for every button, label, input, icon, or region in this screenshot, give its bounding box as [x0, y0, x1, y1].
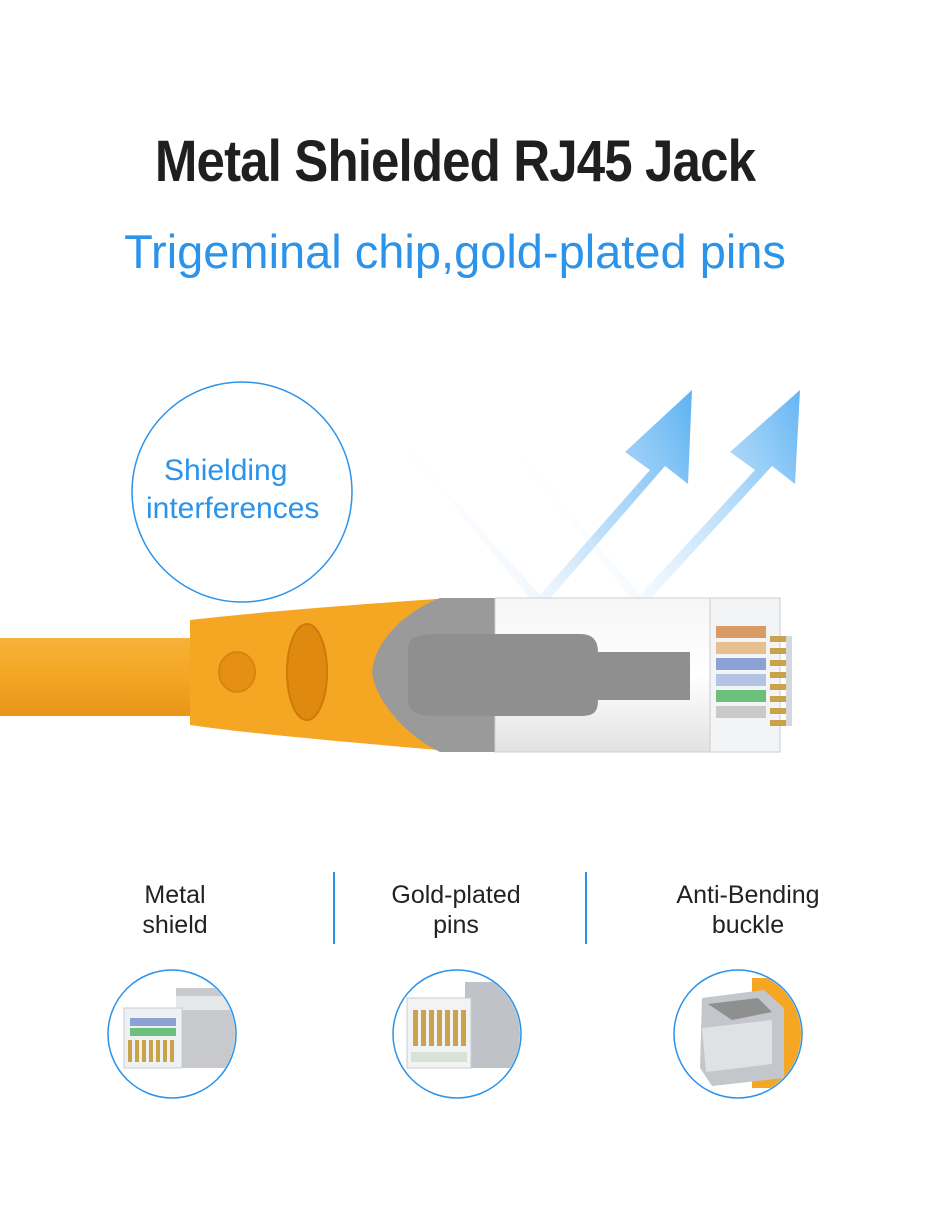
feature-line1: Metal	[144, 881, 206, 909]
feature-gold-pins: Gold-plated pins	[336, 880, 576, 940]
feature-divider	[585, 872, 587, 944]
callout-line2: interferences	[146, 492, 320, 525]
feature-line1: Gold-plated	[391, 881, 521, 909]
rj45-cable-illustration	[0, 381, 800, 753]
feature-divider	[333, 872, 335, 944]
feature-metal-shield: Metal shield	[55, 880, 295, 940]
callout-line1: Shielding	[164, 454, 288, 487]
cable	[0, 638, 200, 716]
gold-pins-connector-image	[392, 969, 522, 1099]
hero-illustration	[0, 370, 930, 810]
page-subtitle: Trigeminal chip,gold-plated pins	[124, 225, 786, 278]
feature-line1: Anti-Bending	[676, 881, 820, 909]
shield-arrows-icon	[360, 390, 800, 610]
metal-shield-connector-image	[107, 969, 237, 1099]
feature-anti-bending: Anti-Bending buckle	[628, 880, 868, 940]
anti-bending-buckle-image	[673, 969, 803, 1099]
shielding-callout: Shielding interferences	[132, 452, 352, 528]
feature-line2: buckle	[711, 911, 785, 939]
page-title: Metal Shielded RJ45 Jack	[154, 129, 756, 194]
latch	[408, 634, 690, 716]
feature-line2: shield	[142, 911, 208, 939]
callout-circle	[131, 381, 353, 603]
feature-line2: pins	[433, 911, 479, 939]
